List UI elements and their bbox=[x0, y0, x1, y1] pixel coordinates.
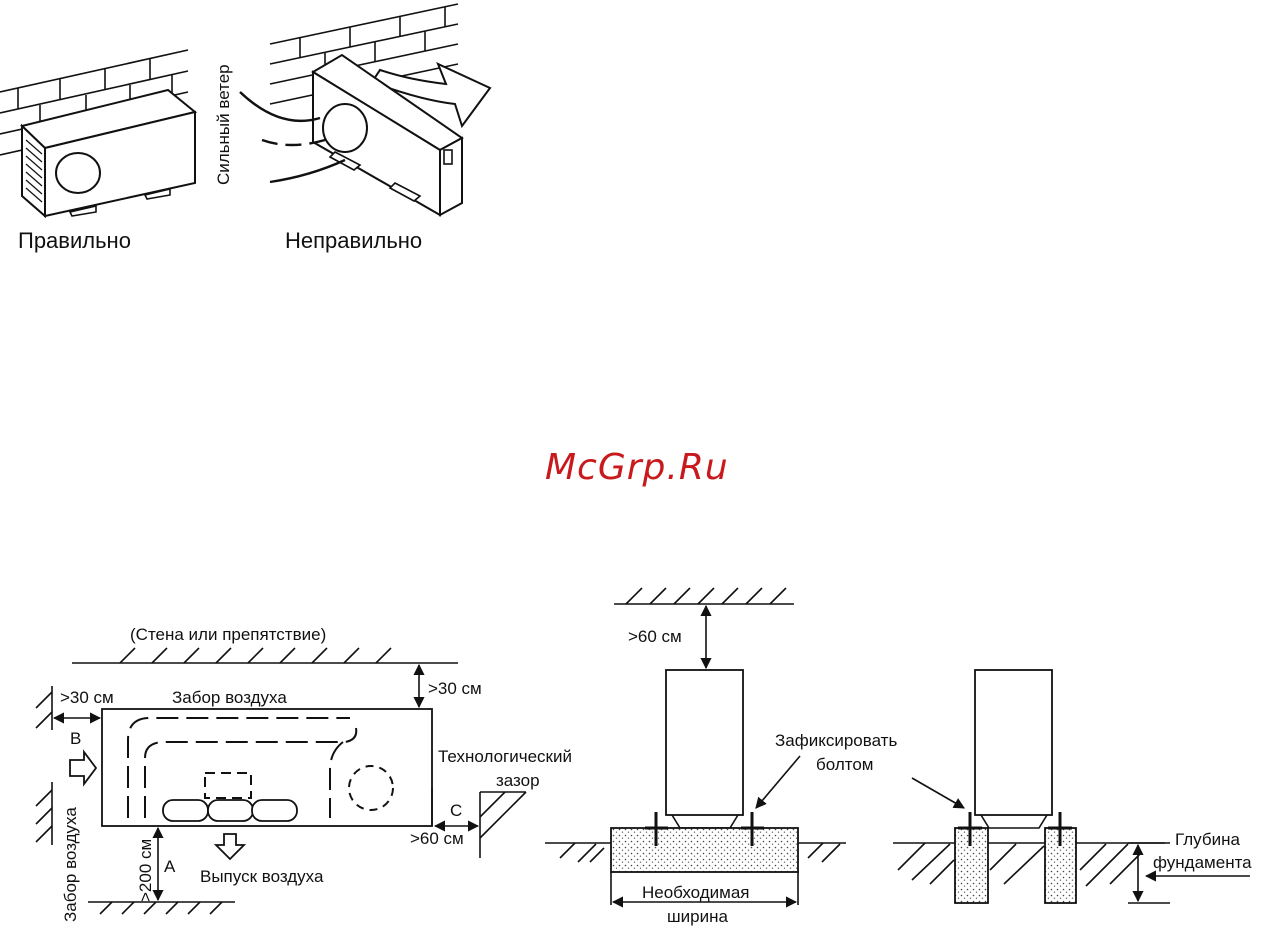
fix-bolt-label-2: болтом bbox=[816, 755, 873, 774]
depth-label-2: фундамента bbox=[1153, 853, 1252, 872]
intake-top-label: Забор воздуха bbox=[172, 688, 287, 707]
correct-label: Правильно bbox=[18, 228, 131, 253]
gap-bottom-label: >200 см bbox=[136, 839, 155, 902]
gap-top-label: >30 см bbox=[428, 679, 482, 698]
service-gap-label-2: зазор bbox=[496, 771, 540, 790]
width-label-2: ширина bbox=[667, 907, 728, 926]
correct-installation-illustration bbox=[0, 50, 195, 216]
wrong-installation-illustration bbox=[240, 4, 490, 215]
intake-left-label: Забор воздуха bbox=[61, 807, 80, 922]
letter-b: B bbox=[70, 729, 81, 748]
depth-label-1: Глубина bbox=[1175, 830, 1240, 849]
letter-c: C bbox=[450, 801, 462, 820]
service-gap-label-1: Технологический bbox=[438, 747, 572, 766]
gap-right-label: >60 см bbox=[410, 829, 464, 848]
wall-hatching bbox=[120, 648, 391, 663]
letter-a: A bbox=[164, 857, 176, 876]
watermark: McGrp.Ru bbox=[545, 447, 729, 488]
gap-left-label: >30 см bbox=[60, 688, 114, 707]
fix-bolt-label-1: Зафиксировать bbox=[775, 731, 897, 750]
outlet-label: Выпуск воздуха bbox=[200, 867, 324, 886]
wall-label: (Стена или препятствие) bbox=[130, 625, 326, 644]
gap-top-label-2: >60 см bbox=[628, 627, 682, 646]
wind-label: Сильный ветер bbox=[214, 64, 233, 185]
width-label-1: Необходимая bbox=[642, 883, 750, 902]
wrong-label: Неправильно bbox=[285, 228, 422, 253]
